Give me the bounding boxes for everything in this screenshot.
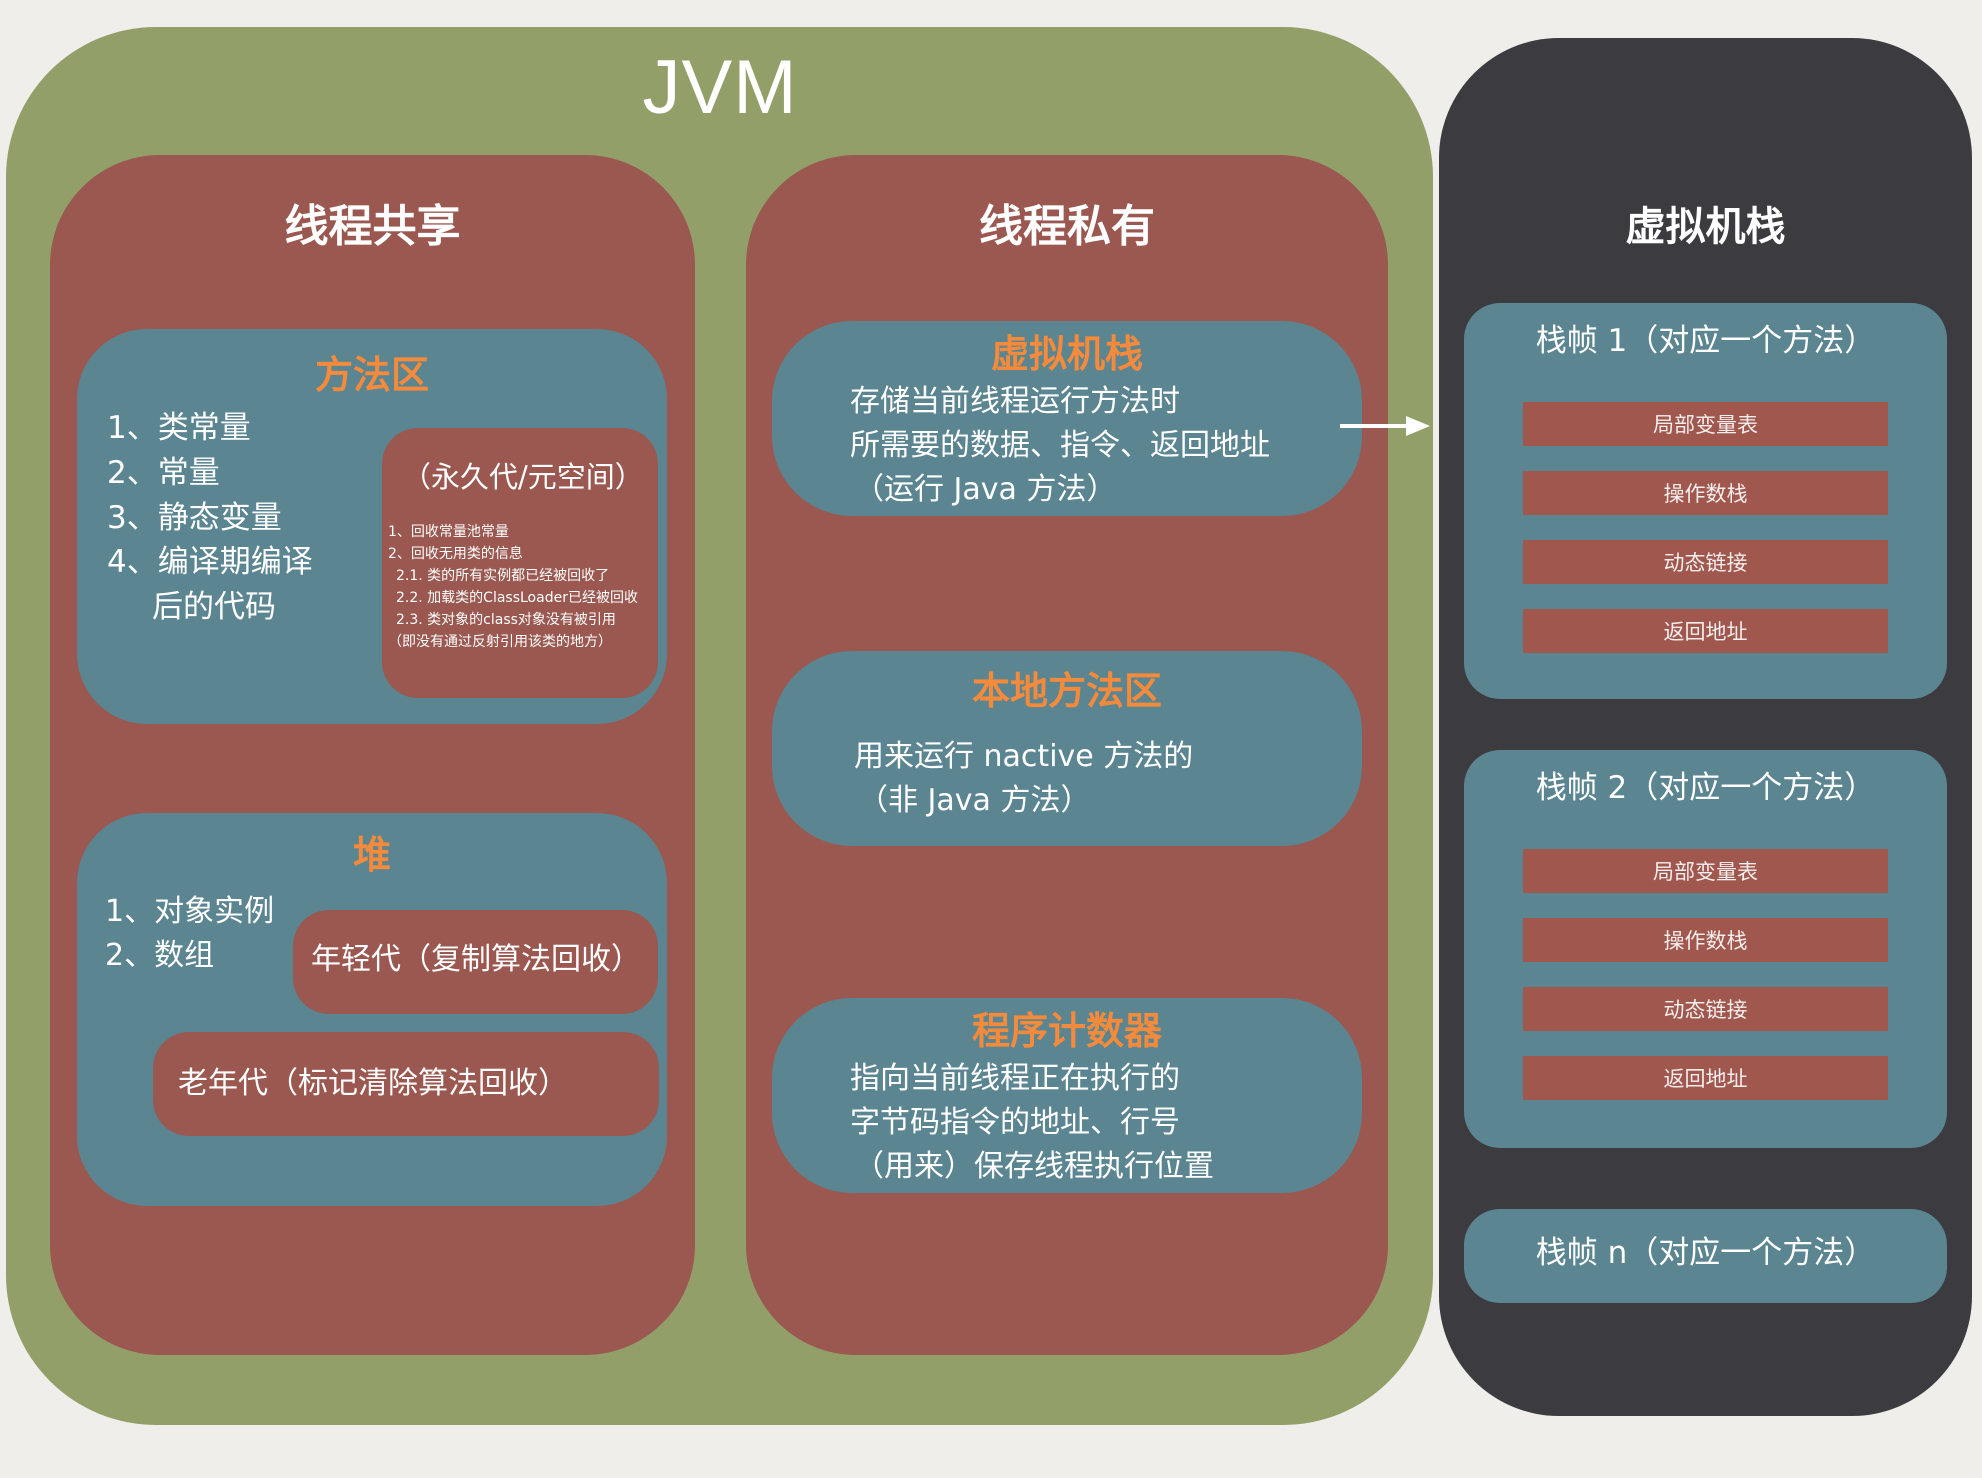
thread-shared-title: 线程共享: [284, 201, 461, 252]
program-counter-line: 字节码指令的地址、行号: [850, 1105, 1180, 1140]
operand-stack: 操作数栈: [1523, 918, 1888, 962]
stack-frame-title: 栈帧 n（对应一个方法）: [1535, 1235, 1876, 1271]
program-counter-area: 程序计数器 指向当前线程正在执行的 字节码指令的地址、行号 （用来）保存线程执行…: [772, 998, 1362, 1193]
stack-frame-title: 栈帧 1（对应一个方法）: [1535, 323, 1876, 359]
old-generation-label: 老年代（标记清除算法回收）: [178, 1066, 568, 1101]
native-method-area-title: 本地方法区: [971, 669, 1162, 713]
stack-frame-title: 栈帧 2（对应一个方法）: [1535, 770, 1876, 806]
permgen-note: （即没有通过反射引用该类的地方）: [388, 634, 612, 650]
method-area-item: 2、常量: [107, 455, 220, 491]
heap-item: 1、对象实例: [105, 894, 275, 929]
dynamic-linking: 动态链接: [1523, 987, 1888, 1031]
native-method-area: 本地方法区 用来运行 nactive 方法的 （非 Java 方法）: [772, 651, 1362, 846]
return-address: 返回地址: [1523, 609, 1888, 653]
vm-stack-area: 虚拟机栈 存储当前线程运行方法时 所需要的数据、指令、返回地址 （运行 Java…: [772, 321, 1362, 516]
permgen-note: 2、回收无用类的信息: [388, 546, 523, 562]
vm-stack-line: （运行 Java 方法）: [854, 472, 1117, 507]
program-counter-line: 指向当前线程正在执行的: [850, 1061, 1180, 1096]
old-generation-box: 老年代（标记清除算法回收）: [153, 1032, 659, 1136]
vm-stack-detail-column: 虚拟机栈: [1439, 38, 1972, 1416]
permgen-metaspace-box: （永久代/元空间） 1、回收常量池常量 2、回收无用类的信息 2.1. 类的所有…: [382, 428, 658, 698]
permgen-note: 1、回收常量池常量: [388, 524, 509, 540]
native-method-area-line: （非 Java 方法）: [858, 783, 1091, 818]
method-area-title: 方法区: [314, 353, 429, 397]
young-generation-label: 年轻代（复制算法回收）: [311, 942, 641, 977]
permgen-note: 2.1. 类的所有实例都已经被回收了: [396, 568, 610, 584]
heap-item: 2、数组: [105, 938, 215, 973]
vm-stack-title: 虚拟机栈: [990, 332, 1143, 376]
local-variable-table: 局部变量表: [1523, 849, 1888, 893]
permgen-title: （永久代/元空间）: [402, 460, 644, 494]
stack-frame: 栈帧 n（对应一个方法）: [1464, 1209, 1947, 1303]
permgen-note: 2.3. 类对象的class对象没有被引用: [396, 612, 616, 628]
vm-stack-line: 存储当前线程运行方法时: [850, 384, 1180, 419]
method-area-item: 3、静态变量: [107, 500, 282, 536]
heap-title: 堆: [352, 833, 391, 877]
local-variable-table: 局部变量表: [1523, 402, 1888, 446]
permgen-note: 2.2. 加载类的ClassLoader已经被回收: [396, 590, 638, 606]
thread-private-title: 线程私有: [979, 201, 1155, 252]
program-counter-title: 程序计数器: [971, 1009, 1162, 1053]
native-method-area-line: 用来运行 nactive 方法的: [854, 739, 1194, 774]
stack-frame: 栈帧 2（对应一个方法） 局部变量表 操作数栈 动态链接 返回地址: [1464, 750, 1947, 1148]
jvm-title: JVM: [642, 45, 798, 130]
vm-stack-line: 所需要的数据、指令、返回地址: [850, 428, 1270, 463]
young-generation-box: 年轻代（复制算法回收）: [293, 910, 658, 1014]
arrow-right-icon: [1340, 416, 1430, 436]
stack-frame: 栈帧 1（对应一个方法） 局部变量表 操作数栈 动态链接 返回地址: [1464, 303, 1947, 699]
method-area-item: 后的代码: [152, 589, 276, 625]
operand-stack: 操作数栈: [1523, 471, 1888, 515]
return-address: 返回地址: [1523, 1056, 1888, 1100]
program-counter-line: （用来）保存线程执行位置: [854, 1149, 1214, 1184]
dynamic-linking: 动态链接: [1523, 540, 1888, 584]
method-area-item: 1、类常量: [107, 410, 251, 446]
method-area-item: 4、编译期编译: [107, 544, 313, 580]
vm-stack-detail-title: 虚拟机栈: [1625, 204, 1786, 250]
